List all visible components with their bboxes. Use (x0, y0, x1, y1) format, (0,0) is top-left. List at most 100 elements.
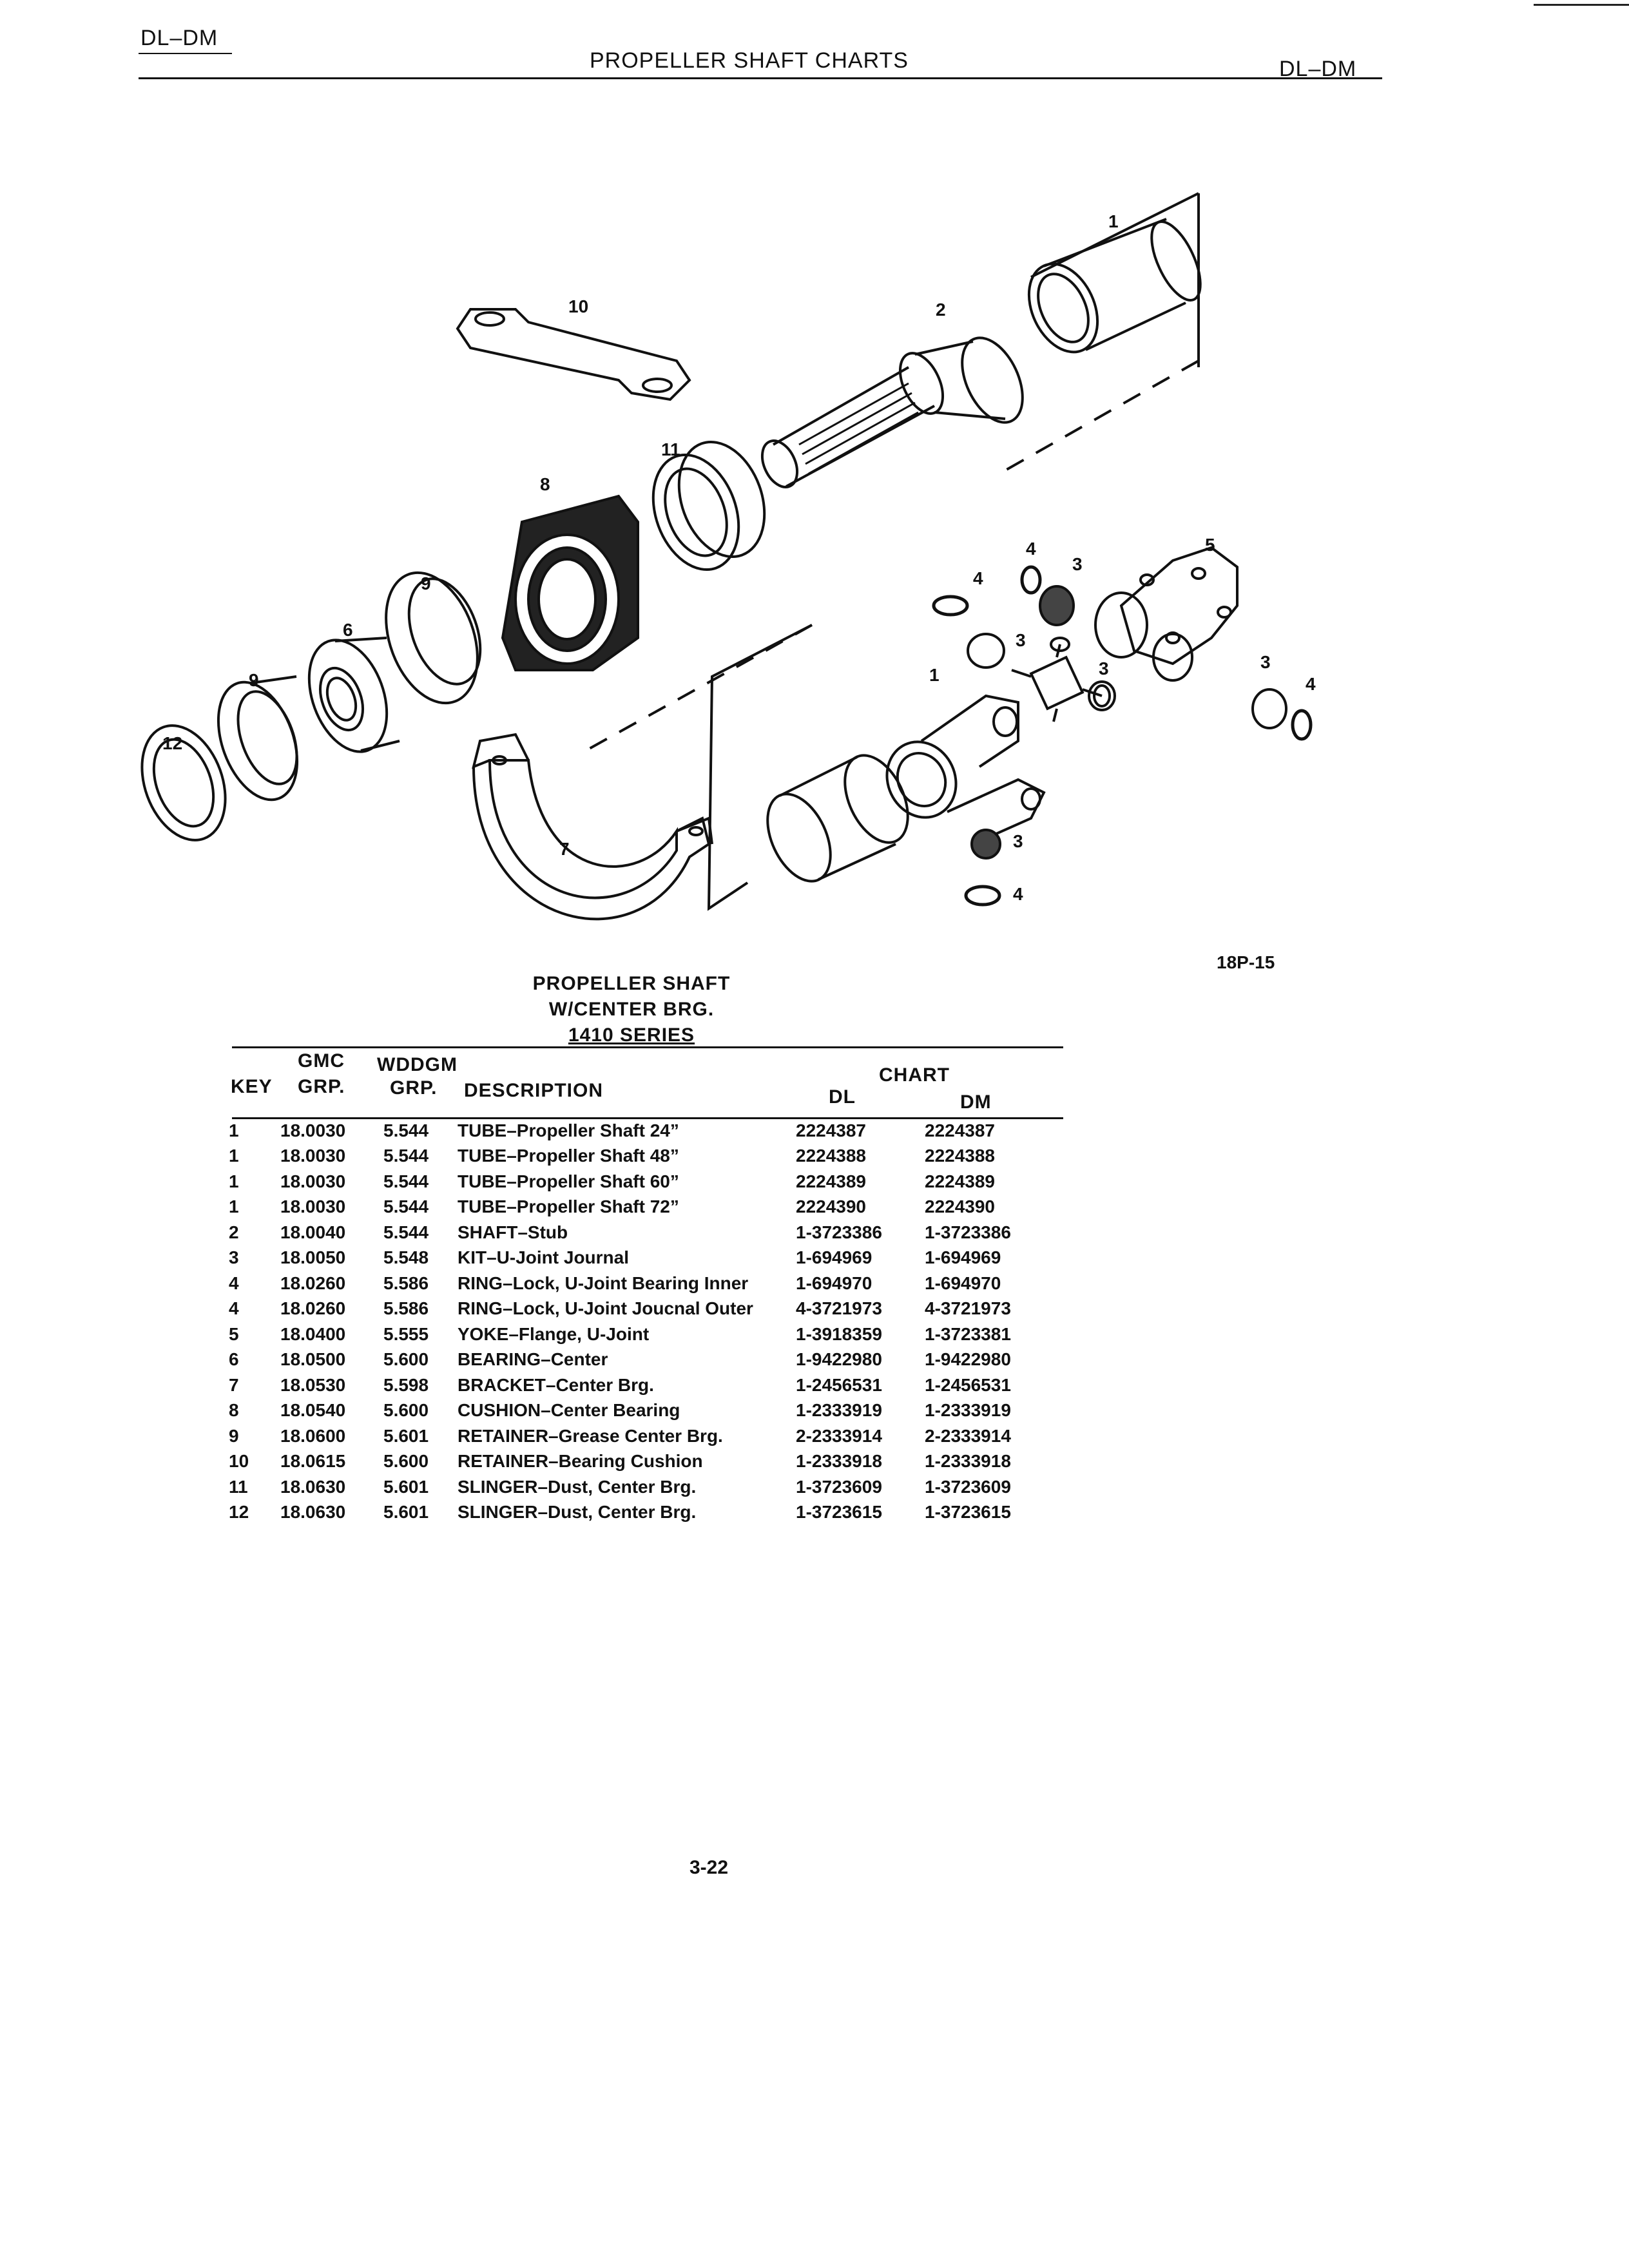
cell-key: 6 (229, 1349, 239, 1370)
cell-desc: KIT–U-Joint Journal (458, 1247, 630, 1268)
cell-dm: 2-2333914 (925, 1425, 1011, 1446)
cell-wddgm: 5.586 (383, 1298, 429, 1319)
callout-2-stub-shaft: 2 (936, 300, 946, 320)
cell-wddgm: 5.600 (383, 1451, 429, 1472)
cell-wddgm: 5.598 (383, 1374, 429, 1395)
callout-4-ring-b: 4 (1026, 539, 1036, 559)
cell-gmc: 18.0040 (280, 1222, 346, 1242)
callout-6-bearing: 6 (343, 620, 353, 640)
cell-desc: SHAFT–Stub (458, 1222, 568, 1242)
bearing-caps (967, 585, 1287, 860)
cell-dl: 1-3723615 (796, 1502, 882, 1523)
header-left-underline (139, 53, 232, 54)
cell-wddgm: 5.601 (383, 1425, 429, 1446)
callout-1-slip-yoke: 1 (929, 665, 940, 685)
header-rule (139, 77, 1382, 79)
callout-3-cap-c: 3 (1099, 658, 1109, 678)
cell-dm: 1-3723386 (925, 1222, 1011, 1242)
cell-dl: 1-3723386 (796, 1222, 882, 1242)
cell-gmc: 18.0400 (280, 1323, 346, 1344)
cell-wddgm: 5.555 (383, 1323, 429, 1344)
flange-yoke-part (1094, 546, 1239, 682)
cell-dl: 2224390 (796, 1196, 867, 1217)
stub-shaft-part (760, 336, 1024, 488)
cell-wddgm: 5.544 (383, 1120, 429, 1140)
exploded-parts-diagram: 1 2 10 11 8 9 6 9 12 7 4 4 3 5 3 1 3 3 4… (129, 161, 1385, 992)
cell-dl: 2-2333914 (796, 1425, 882, 1446)
cell-wddgm: 5.600 (383, 1400, 429, 1421)
callout-10-retainer: 10 (568, 296, 589, 316)
col-header-key: KEY (231, 1076, 273, 1097)
cell-wddgm: 5.600 (383, 1349, 429, 1370)
cell-dl: 1-9422980 (796, 1349, 882, 1370)
cell-wddgm: 5.544 (383, 1146, 429, 1166)
callout-3-cap-a: 3 (1072, 554, 1083, 574)
u-joint-journal-part (1011, 637, 1111, 722)
cell-wddgm: 5.544 (383, 1196, 429, 1217)
dust-slinger-part (140, 724, 227, 841)
cell-gmc: 18.0030 (280, 1146, 346, 1166)
cell-gmc: 18.0050 (280, 1247, 346, 1268)
slip-yoke-part (885, 694, 1046, 845)
diagram-caption-line-3: 1410 SERIES (568, 1024, 695, 1046)
cell-key: 2 (229, 1222, 239, 1242)
col-header-chart: CHART (879, 1064, 950, 1086)
cell-dm: 1-3723381 (925, 1323, 1011, 1344)
cell-desc: SLINGER–Dust, Center Brg. (458, 1502, 697, 1523)
cell-wddgm: 5.544 (383, 1171, 429, 1191)
col-header-description: DESCRIPTION (464, 1080, 604, 1101)
cell-gmc: 18.0030 (280, 1196, 346, 1217)
cell-gmc: 18.0030 (280, 1171, 346, 1191)
cell-key: 10 (229, 1451, 249, 1472)
cell-desc: BRACKET–Center Brg. (458, 1374, 654, 1395)
col-header-dm: DM (960, 1091, 992, 1113)
cell-gmc: 18.0260 (280, 1273, 346, 1293)
table-header-rule (232, 1117, 1063, 1119)
table-top-rule (232, 1046, 1063, 1048)
cell-dm: 1-694970 (925, 1273, 1001, 1293)
callout-9-retainer-lower: 9 (249, 670, 259, 690)
lock-rings (932, 565, 1313, 907)
grease-retainer-upper (385, 571, 482, 705)
cell-key: 7 (229, 1374, 239, 1395)
grease-retainer-lower (217, 675, 299, 802)
callout-7-bracket: 7 (559, 839, 570, 859)
page-number: 3-22 (689, 1857, 729, 1878)
cell-key: 12 (229, 1502, 249, 1523)
centerline-dashes (579, 360, 1199, 755)
cell-desc: TUBE–Propeller Shaft 60” (458, 1171, 679, 1191)
diagram-caption-line-1: PROPELLER SHAFT (532, 973, 731, 994)
col-header-gmc: GMC (298, 1050, 345, 1072)
callout-9-retainer-upper: 9 (421, 573, 431, 593)
cell-dm: 2224390 (925, 1196, 996, 1217)
col-header-gmc-grp: GRP. (298, 1076, 345, 1097)
cushion-part (501, 494, 639, 671)
callout-3-cap-e: 3 (1013, 831, 1023, 851)
cell-gmc: 18.0630 (280, 1502, 346, 1523)
col-header-wddgm-grp: GRP. (390, 1077, 438, 1099)
cell-desc: BEARING–Center (458, 1349, 608, 1370)
cell-desc: RING–Lock, U-Joint Joucnal Outer (458, 1298, 753, 1319)
cell-dl: 1-694969 (796, 1247, 872, 1268)
figure-code: 18P-15 (1217, 952, 1275, 972)
slinger-part (651, 440, 766, 572)
cell-gmc: 18.0630 (280, 1476, 346, 1497)
cell-dl: 1-2333918 (796, 1451, 882, 1472)
cell-key: 5 (229, 1323, 239, 1344)
cell-key: 4 (229, 1273, 239, 1293)
callout-5-flange-yoke: 5 (1205, 535, 1215, 555)
cell-desc: TUBE–Propeller Shaft 24” (458, 1120, 679, 1140)
cell-desc: RETAINER–Grease Center Brg. (458, 1425, 723, 1446)
cell-dl: 2224387 (796, 1120, 867, 1140)
cell-dm: 2224387 (925, 1120, 996, 1140)
callout-4-ring-d: 4 (1013, 884, 1023, 904)
cell-key: 9 (229, 1425, 239, 1446)
